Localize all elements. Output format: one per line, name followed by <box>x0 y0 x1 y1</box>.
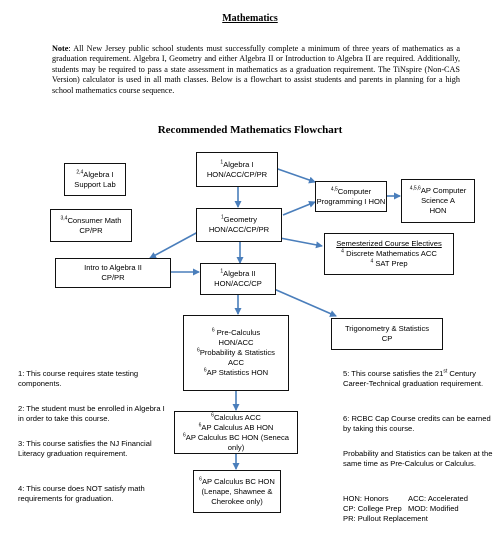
box-geometry: 1Geometry HON/ACC/CP/PR <box>196 208 282 242</box>
course-levels: CP <box>381 334 393 343</box>
course-schools: (Lenape, Shawnee & <box>201 486 273 496</box>
course-levels: HON/ACC <box>218 338 254 347</box>
footnote-ref: 6 <box>203 367 207 374</box>
course-name-cont: Science A <box>421 196 455 205</box>
footnote-5-sup: st <box>443 368 448 375</box>
arrow-geometry-to-comp-prog <box>282 201 316 216</box>
box-trigonometry-statistics: Trigonometry & Statistics CP <box>331 318 443 350</box>
legend-honors: HON: Honors <box>343 494 389 503</box>
box-ap-computer-science: 4,5,6AP Computer Science A HON <box>401 179 475 223</box>
footnote-5-text: 5: This course satisfies the 21 <box>343 369 444 378</box>
course-levels: Programming I HON <box>316 196 386 206</box>
footnote-ref: 4,5,6 <box>409 185 421 192</box>
footnote-ref: 6 <box>198 421 202 428</box>
course-name: Algebra I <box>83 169 114 179</box>
course-name: Intro to Algebra II <box>84 263 142 272</box>
course-name: Probability & Statistics <box>199 348 275 357</box>
box-algebra-1: 1Algebra I HON/ACC/CP/PR <box>196 152 278 187</box>
footnote-1: 1: This course requires state testing co… <box>18 369 139 388</box>
arrow-geometry-to-intro-alg2 <box>149 231 199 259</box>
course-name: Pre-Calculus <box>216 328 261 337</box>
footnote-ref: 1 <box>220 268 224 275</box>
note-text: : All New Jersey public school students … <box>52 44 460 95</box>
course-name: AP Statistics HON <box>206 368 269 377</box>
legend-pullout: PR: Pullout Replacement <box>343 514 428 523</box>
note-label: Note <box>52 44 69 53</box>
footnote-ref: 2,4 <box>76 168 84 175</box>
course-levels: ACC <box>227 358 245 367</box>
box-ap-calculus-bc: 6AP Calculus BC HON (Lenape, Shawnee & C… <box>193 470 281 513</box>
course-name: Consumer Math <box>67 215 122 225</box>
box-computer-programming: 4,5Computer Programming I HON <box>315 181 387 212</box>
footnote-3: 3: This course satisfies the NJ Financia… <box>18 439 152 458</box>
course-name: AP Computer <box>420 186 467 195</box>
footnote-ref: 6 <box>197 347 200 354</box>
course-name: Algebra II <box>223 269 256 278</box>
box-pre-calculus: 6 Pre-Calculus HON/ACC 6Probability & St… <box>183 315 289 391</box>
footnote-ref: 1 <box>220 158 224 165</box>
footnote-5: 5: This course satisfies the 21st Centur… <box>343 369 493 389</box>
footnote-2: 2: The student must be enrolled in Algeb… <box>18 404 165 423</box>
course-levels: HON <box>429 206 447 215</box>
course-name: Calculus ACC <box>213 412 261 422</box>
course-levels: CP/PR <box>79 225 103 235</box>
footnote-4: 4: This course does NOT satisfy math req… <box>18 484 145 503</box>
course-name: Algebra I <box>223 159 254 169</box>
arrow-geometry-to-electives <box>279 237 323 249</box>
footnote-ref: 6 <box>199 475 202 482</box>
footnote-ref: 4,5 <box>330 185 338 192</box>
footnote-ref: 3,4 <box>60 214 68 221</box>
course-levels: CP/PR <box>101 273 125 282</box>
box-algebra-2: 1Algebra II HON/ACC/CP <box>200 263 276 295</box>
course-name: AP Calculus AB HON <box>201 422 274 432</box>
footnote-ref: 4 <box>370 258 374 265</box>
footnote-ref: 4 <box>341 248 344 255</box>
arrow-algebra2-to-trig <box>273 288 337 317</box>
box-algebra-1-support-lab: 2,4Algebra I Support Lab <box>64 163 126 196</box>
legend-modified: MOD: Modified <box>408 504 459 513</box>
box-intro-algebra-2: Intro to Algebra II CP/PR <box>55 258 171 288</box>
note-paragraph: Note: All New Jersey public school stude… <box>52 44 460 96</box>
box-course-electives: Semesterized Course Electives 4 Discrete… <box>324 233 454 275</box>
footnote-ref: 6 <box>182 431 186 438</box>
course-levels: HON/ACC/CP/PR <box>206 169 268 179</box>
footnote-ref: 1 <box>220 214 224 221</box>
footnote-ref: 6 <box>211 327 215 334</box>
legend-college-prep: CP: College Prep <box>343 504 402 513</box>
footnote-ref: 6 <box>211 411 214 418</box>
electives-heading: Semesterized Course Electives <box>336 239 442 248</box>
course-levels: HON/ACC/CP <box>214 279 262 288</box>
footnote-5-text-cont: Century Career-Technical graduation requ… <box>343 369 484 388</box>
arrow-alg1-to-comp-prog <box>274 167 316 184</box>
footnote-6: 6: RCBC Cap Course credits can be earned… <box>343 414 491 433</box>
course-schools-cont: Cherokee only) <box>211 496 263 506</box>
legend: HON: Honors ACC: Accelerated CP: College … <box>343 494 500 524</box>
course-name: Geometry <box>223 215 258 224</box>
footnote-note: Probability and Statistics can be taken … <box>343 449 493 468</box>
box-calculus: 6Calculus ACC 6AP Calculus AB HON 6AP Ca… <box>174 411 298 454</box>
box-consumer-math: 3,4Consumer Math CP/PR <box>50 209 132 242</box>
course-name: SAT Prep <box>375 259 408 268</box>
course-name: Discrete Mathematics ACC <box>346 249 437 258</box>
course-levels: HON/ACC/CP/PR <box>208 225 270 234</box>
flowchart-title: Recommended Mathematics Flowchart <box>157 124 343 136</box>
course-name: Computer <box>337 186 372 196</box>
course-name: Trigonometry & Statistics <box>344 324 430 333</box>
legend-accelerated: ACC: Accelerated <box>408 494 468 503</box>
course-name: AP Calculus BC HON (Seneca only) <box>185 432 290 452</box>
course-name: AP Calculus BC HON <box>201 476 275 486</box>
course-levels: Support Lab <box>74 179 116 189</box>
page-title: Mathematics <box>222 13 278 24</box>
